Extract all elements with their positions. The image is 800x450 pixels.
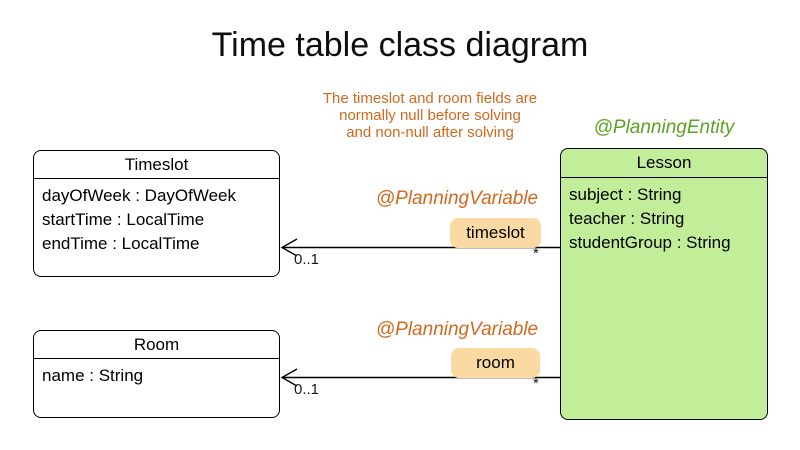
page-title: Time table class diagram [211, 26, 589, 64]
field-studentgroup: studentGroup : String [569, 233, 731, 252]
class-box-timeslot: Timeslot dayOfWeek : DayOfWeek startTime… [33, 150, 280, 277]
planning-variable-annotation-room: @PlanningVariable [375, 319, 539, 340]
class-name-lesson: Lesson [561, 149, 767, 178]
multiplicity-timeslot-source: * [533, 245, 539, 262]
solving-note-text: The timeslot and room fields are normall… [322, 90, 538, 141]
multiplicity-room-target: 0..1 [294, 381, 320, 398]
planning-entity-annotation: @PlanningEntity [593, 117, 735, 138]
field-dayofweek: dayOfWeek : DayOfWeek [42, 186, 236, 205]
planning-variable-annotation-timeslot: @PlanningVariable [375, 188, 539, 209]
multiplicity-timeslot-target: 0..1 [294, 251, 320, 268]
class-box-room: Room name : String [33, 330, 280, 418]
field-endtime: endTime : LocalTime [42, 234, 200, 253]
multiplicity-room-source: * [533, 375, 539, 392]
field-starttime: startTime : LocalTime [42, 210, 205, 229]
field-subject: subject : String [569, 185, 682, 204]
field-name: name : String [42, 366, 144, 385]
class-name-timeslot: Timeslot [34, 151, 279, 179]
class-fields-room: name : String [34, 359, 279, 388]
class-fields-lesson: subject : String teacher : String studen… [561, 178, 767, 255]
variable-badge-timeslot: timeslot [450, 218, 541, 248]
class-box-lesson: Lesson subject : String teacher : String… [560, 148, 768, 420]
field-teacher: teacher : String [569, 209, 685, 228]
class-fields-timeslot: dayOfWeek : DayOfWeek startTime : LocalT… [34, 179, 279, 256]
variable-badge-room: room [451, 348, 540, 378]
class-name-room: Room [34, 331, 279, 359]
